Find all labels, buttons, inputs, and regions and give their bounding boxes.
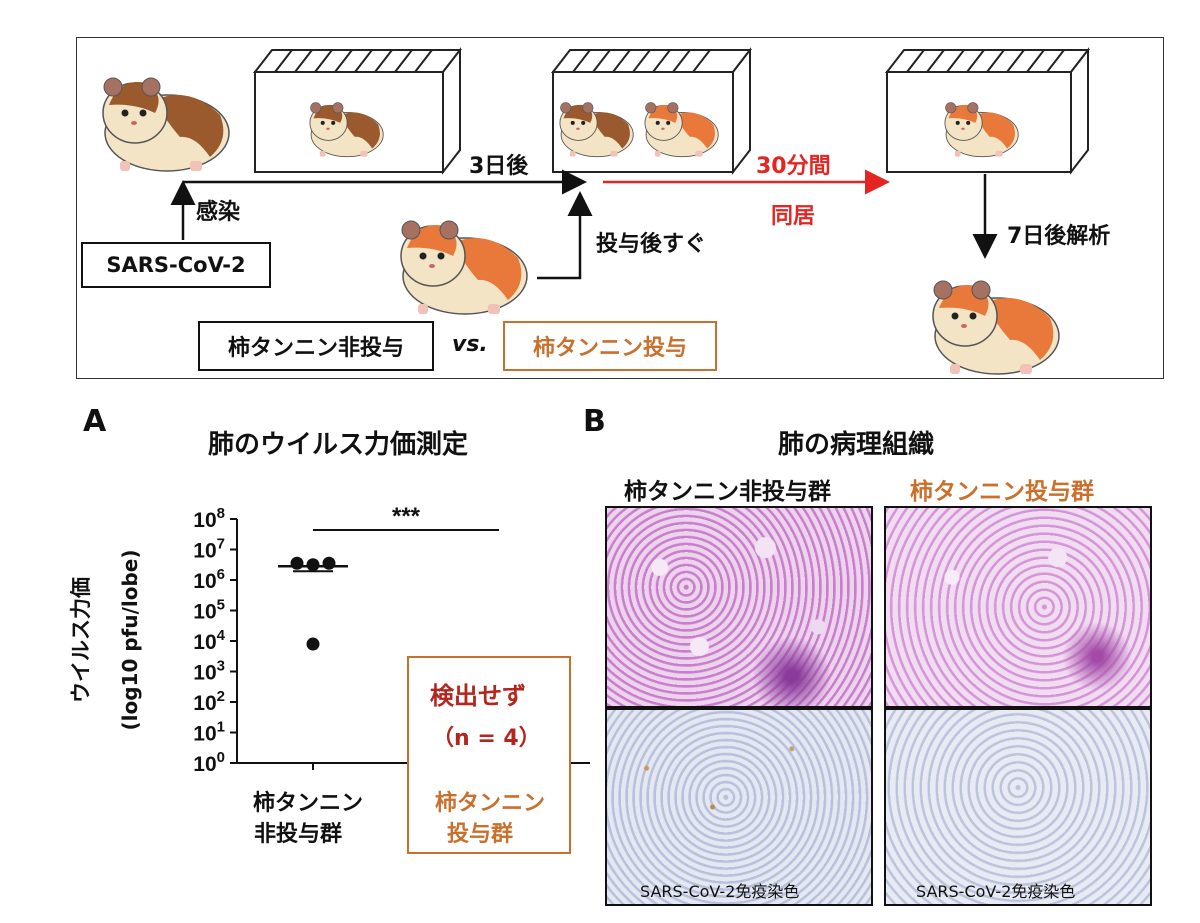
group2-line1: 柿タンニン: [435, 791, 546, 816]
y-tick-label: 100: [193, 749, 225, 776]
schematic-frame: [76, 37, 1164, 379]
data-point: [306, 558, 320, 572]
panel-b-col2: 柿タンニン投与群: [910, 479, 1094, 505]
y-tick-label: 107: [193, 536, 225, 563]
not-detected-box: [407, 656, 571, 854]
panel-b-letter: B: [583, 404, 606, 439]
dose-arrow: [537, 191, 593, 280]
panel-a-title: 肺のウイルス力価測定: [208, 430, 469, 460]
panel-b-title: 肺の病理組織: [778, 430, 935, 460]
data-point: [290, 556, 304, 570]
group2-line2: 投与群: [447, 822, 514, 847]
not-detected-label: 検出せず: [430, 682, 526, 710]
y-tick-label: 104: [193, 627, 225, 654]
cohab-label: 同居: [771, 204, 816, 229]
panel-b-col1: 柿タンニン非投与群: [624, 479, 831, 505]
three-day-label: 3日後: [469, 154, 529, 179]
group1-line2: 非投与群: [254, 822, 343, 847]
thirty-min-label: 30分間: [756, 154, 831, 179]
y-tick-label: 106: [193, 566, 225, 593]
ihc-caption-nontreated: SARS-CoV-2免疫染色: [640, 882, 800, 901]
ihc-stain-nontreated: [605, 708, 873, 906]
he-stain-nontreated: [605, 506, 873, 708]
significance-stars: ***: [392, 503, 421, 530]
ihc-caption-treated: SARS-CoV-2免疫染色: [916, 882, 1076, 901]
y-tick-label: 108: [193, 505, 225, 532]
virus-box: SARS-CoV-2: [81, 242, 271, 288]
vs-label: vs.: [452, 332, 488, 357]
dose-box: 柿タンニン投与: [503, 321, 717, 371]
y-tick-label: 103: [193, 658, 225, 685]
after-dose-label: 投与後すぐ: [596, 232, 707, 257]
he-stain-treated: [884, 506, 1152, 708]
n-label: （n = 4）: [432, 726, 541, 751]
y-tick-label: 101: [193, 719, 225, 746]
y-tick-label: 102: [193, 688, 225, 715]
group1-line1: 柿タンニン: [253, 791, 364, 816]
seven-day-label: 7日後解析: [1007, 224, 1111, 249]
ihc-stain-treated: [884, 708, 1152, 906]
y-tick-label: 105: [193, 597, 225, 624]
infection-label: 感染: [196, 200, 241, 225]
non-dose-box: 柿タンニン非投与: [198, 321, 434, 371]
data-point: [322, 556, 336, 570]
data-point: [306, 637, 320, 651]
panel-a-letter: A: [83, 404, 107, 439]
